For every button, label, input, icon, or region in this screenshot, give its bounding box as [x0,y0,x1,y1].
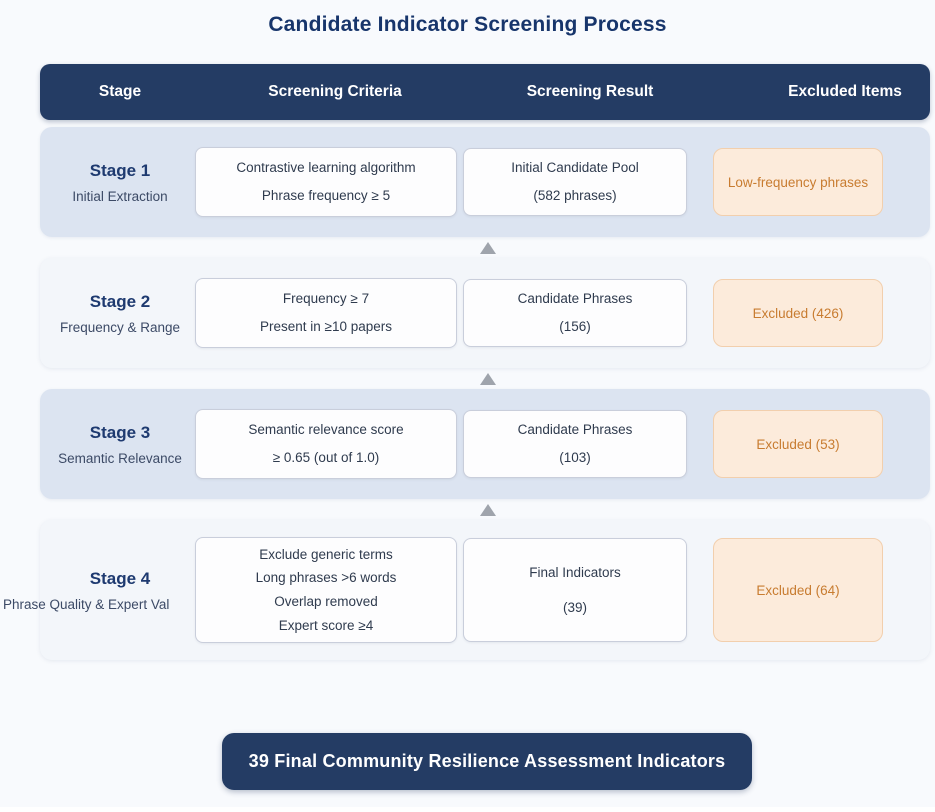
stage-2-result-box: Candidate Phrases (156) [463,279,687,347]
result-line: Final Indicators [529,564,621,580]
result-line: (156) [559,319,591,334]
page-title: Candidate Indicator Screening Process [268,13,667,36]
stage-1-label-cell: Stage 1 Initial Extraction [40,161,200,204]
row-gap [40,237,930,258]
criteria-line: Overlap removed [274,594,378,609]
stage-2-subtitle: Frequency & Range [59,319,181,335]
column-header-stage: Stage [98,83,142,100]
column-header-screening-result: Screening Result [526,83,654,100]
criteria-line: Long phrases >6 words [255,570,397,586]
final-indicators-banner: 39 Final Community Resilience Assessment… [222,733,752,790]
excluded-label: Excluded (53) [756,436,840,452]
row-gap [40,368,930,389]
criteria-line: Contrastive learning algorithm [236,160,416,176]
result-line: Initial Candidate Pool [511,160,639,176]
result-line: Candidate Phrases [517,291,633,307]
stage-4-subtitle: Phrase Quality & Expert Val [3,596,170,612]
table-header-bar: Stage Screening Criteria Screening Resul… [40,64,930,120]
criteria-line: Expert score ≥4 [278,617,374,633]
stage-4-title: Stage 4 [89,568,151,588]
stage-1-excluded-box: Low-frequency phrases [713,148,883,216]
stage-row-3: Stage 3 Semantic Relevance Semantic rele… [40,389,930,499]
stage-2-title: Stage 2 [89,291,151,311]
stage-3-result-box: Candidate Phrases (103) [463,410,687,478]
result-line: (39) [562,600,587,615]
stage-2-label-cell: Stage 2 Frequency & Range [40,292,200,335]
stage-2-criteria-box: Frequency ≥ 7 Present in ≥10 papers [195,278,457,348]
stage-row-1: Stage 1 Initial Extraction Contrastive l… [40,127,930,237]
stage-3-subtitle: Semantic Relevance [58,450,182,466]
stage-1-criteria-box: Contrastive learning algorithm Phrase fr… [195,147,457,217]
criteria-line: Phrase frequency ≥ 5 [261,188,391,203]
criteria-line: Frequency ≥ 7 [282,291,370,307]
row-gap [40,499,930,520]
criteria-line: Exclude generic terms [259,546,393,562]
stage-3-criteria-box: Semantic relevance score ≥ 0.65 (out of … [195,409,457,479]
column-header-screening-criteria: Screening Criteria [268,83,402,100]
criteria-line: Present in ≥10 papers [260,319,392,334]
stage-2-excluded-box: Excluded (426) [713,279,883,347]
excluded-label: Low-frequency phrases [727,174,869,190]
stage-4-label-cell: Stage 4 Phrase Quality & Expert Val [3,568,200,612]
up-arrow-icon [480,242,496,254]
stage-4-result-box: Final Indicators (39) [463,538,687,642]
result-line: (103) [559,450,591,465]
stage-4-excluded-box: Excluded (64) [713,538,883,642]
stage-1-result-box: Initial Candidate Pool (582 phrases) [463,148,687,216]
criteria-line: Semantic relevance score [248,422,404,438]
result-line: Candidate Phrases [517,422,633,438]
table-area: Stage Screening Criteria Screening Resul… [3,64,930,660]
up-arrow-icon [480,504,496,516]
up-arrow-icon [480,373,496,385]
stage-row-4: Stage 4 Phrase Quality & Expert Val Excl… [3,520,930,660]
stage-3-excluded-box: Excluded (53) [713,410,883,478]
column-header-excluded-items: Excluded Items [788,83,902,100]
criteria-line: ≥ 0.65 (out of 1.0) [272,450,380,465]
stage-4-criteria-box: Exclude generic terms Long phrases >6 wo… [195,537,457,643]
stage-3-label-cell: Stage 3 Semantic Relevance [40,423,200,466]
excluded-label: Excluded (426) [752,305,844,321]
page-bottom-margin [0,807,935,812]
stage-row-2: Stage 2 Frequency & Range Frequency ≥ 7 … [40,258,930,368]
stage-1-title: Stage 1 [89,160,151,180]
excluded-label: Excluded (64) [756,582,840,598]
stage-3-title: Stage 3 [89,422,151,442]
stage-1-subtitle: Initial Extraction [72,188,168,204]
result-line: (582 phrases) [533,188,617,203]
